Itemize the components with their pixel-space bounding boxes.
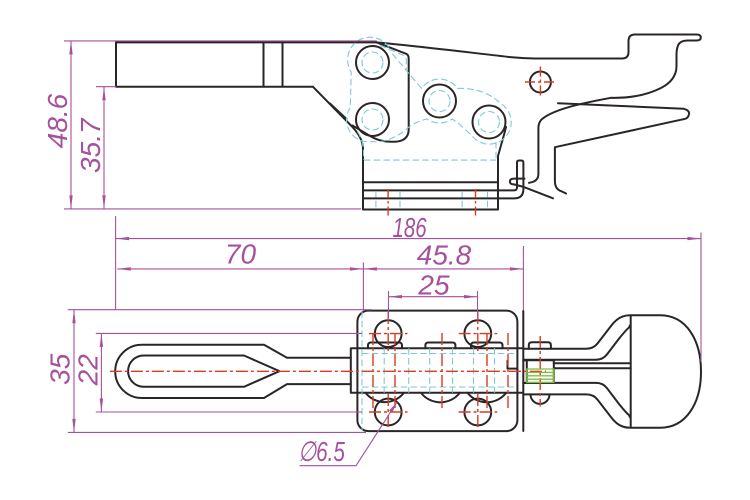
svg-text:35.7: 35.7 (75, 117, 106, 173)
svg-text:22: 22 (73, 354, 104, 387)
svg-text:∅6.5: ∅6.5 (298, 437, 345, 468)
svg-text:186: 186 (393, 213, 427, 244)
svg-text:48.6: 48.6 (42, 93, 73, 148)
svg-text:45.8: 45.8 (417, 240, 472, 271)
svg-text:25: 25 (417, 269, 450, 300)
svg-text:35: 35 (45, 353, 76, 385)
svg-text:70: 70 (225, 239, 257, 270)
